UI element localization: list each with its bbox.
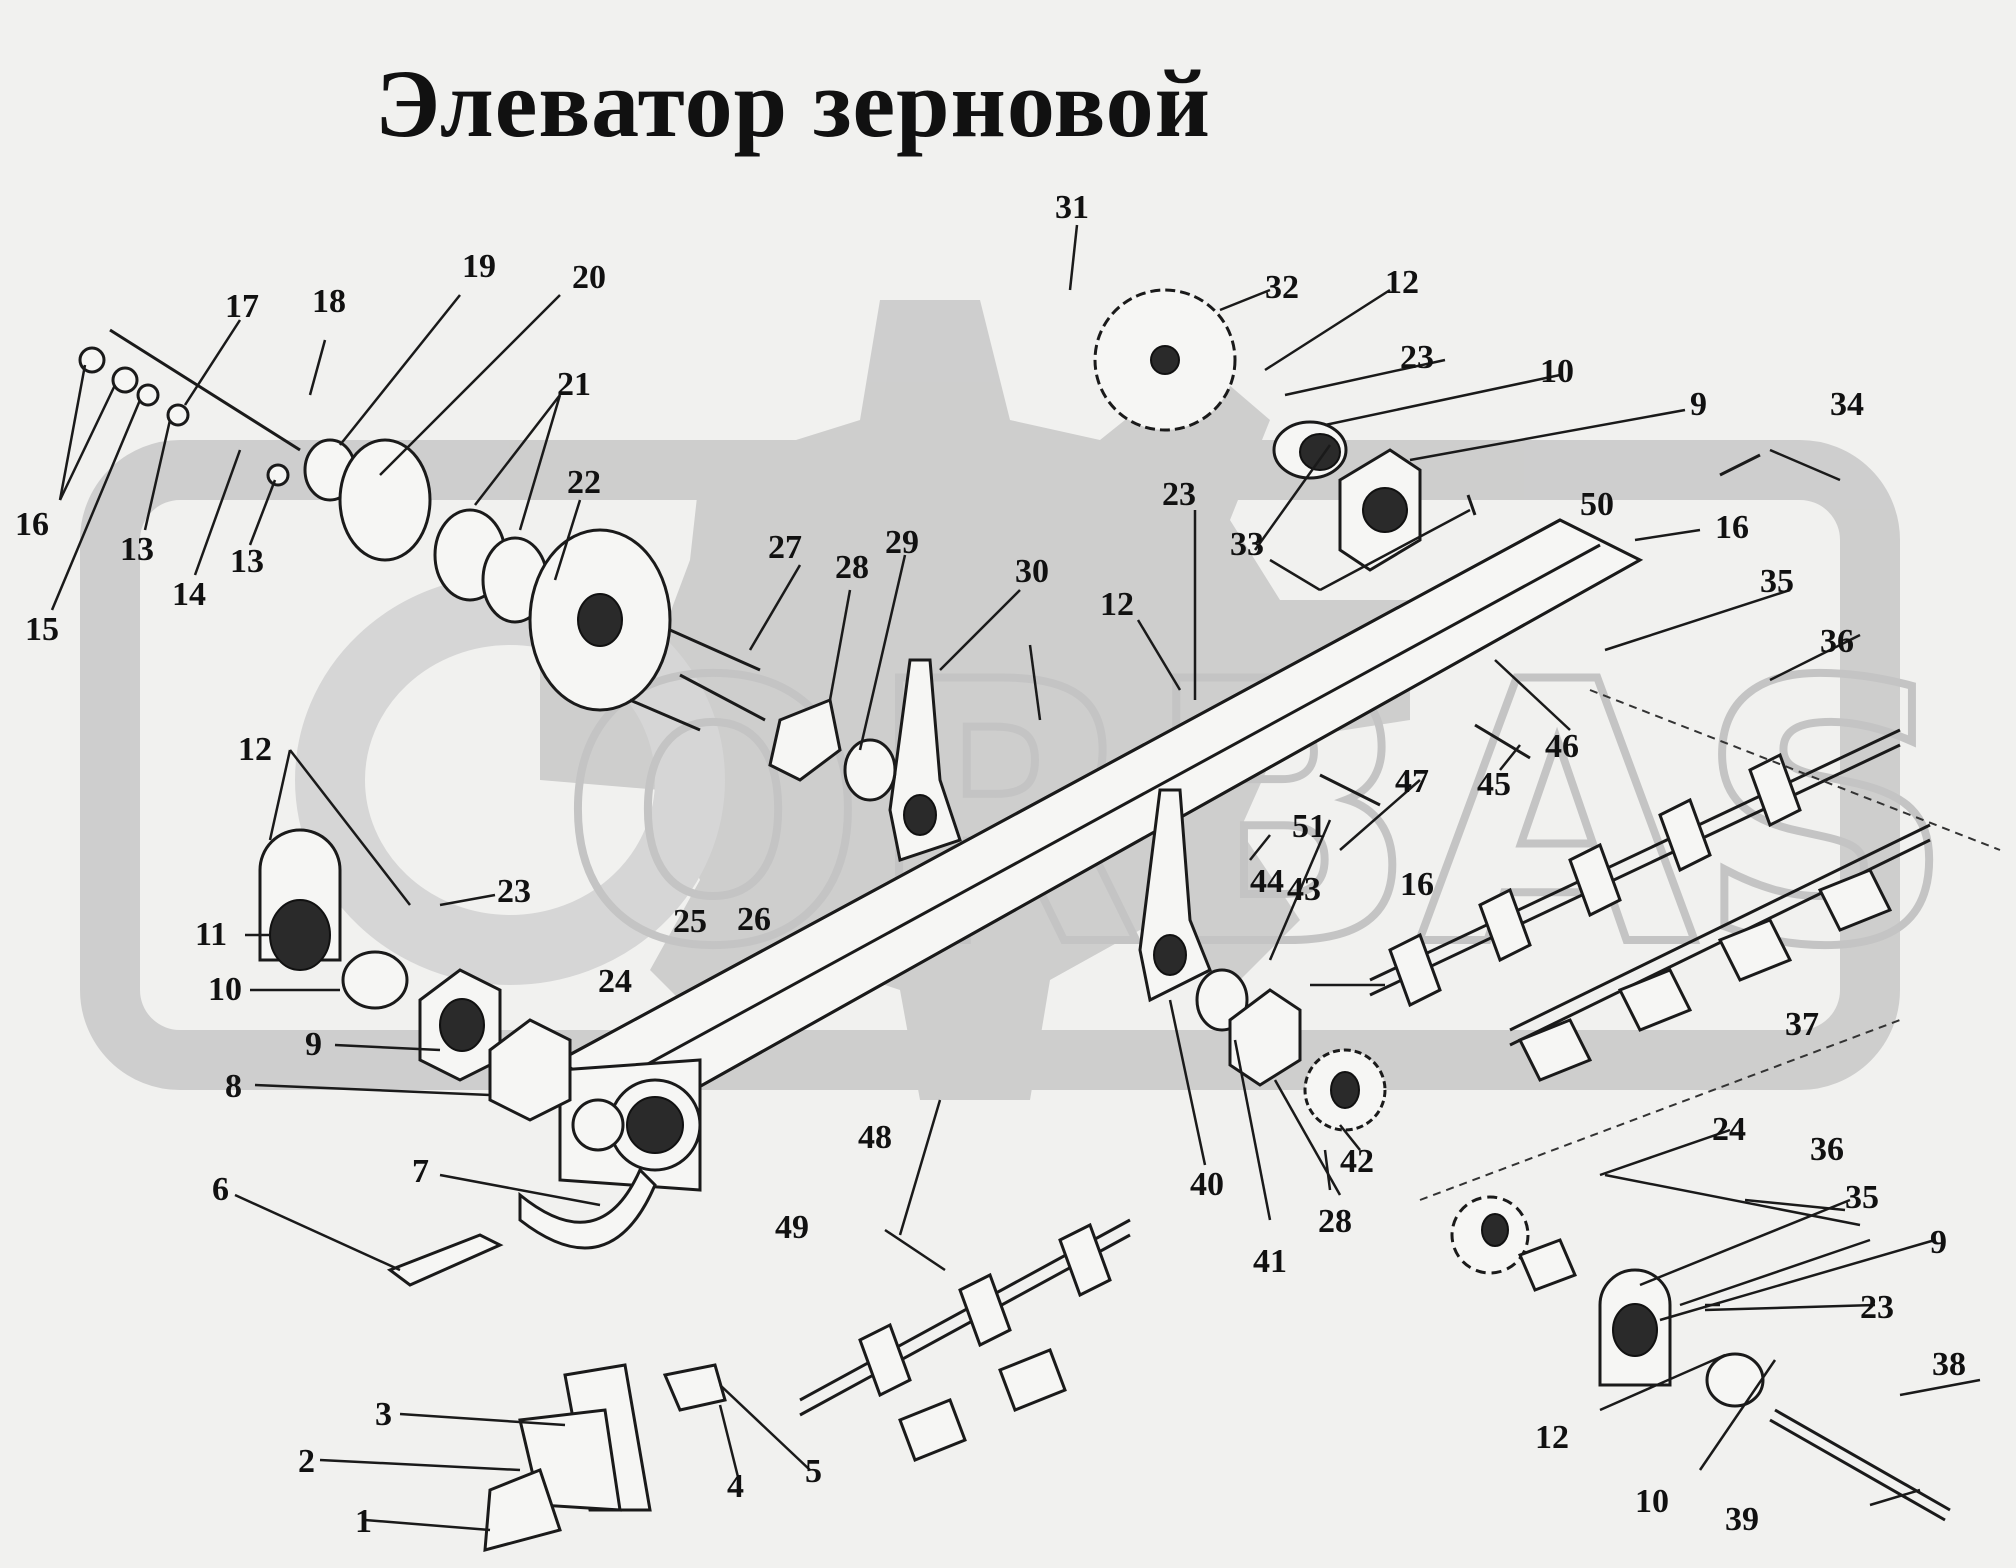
callout-16-right: 16: [1715, 509, 1749, 546]
callout-50: 50: [1580, 486, 1614, 523]
callout-23-top: 23: [1400, 339, 1434, 376]
callout-12-top: 12: [1385, 264, 1419, 301]
callout-23-left: 23: [497, 873, 531, 910]
callout-47: 47: [1395, 763, 1429, 800]
callout-25: 25: [673, 903, 707, 940]
tensioner-brackets: [768, 658, 1387, 1132]
lower-guard: [386, 1167, 727, 1552]
bolts: [629, 453, 1761, 807]
callout-39: 39: [1725, 1501, 1759, 1538]
callout-17: 17: [225, 288, 259, 325]
callout-13-a: 13: [120, 531, 154, 568]
callout-35-top: 35: [1760, 563, 1794, 600]
callout-10-bottom: 10: [1635, 1483, 1669, 1520]
callout-49: 49: [775, 1209, 809, 1246]
callout-33: 33: [1230, 526, 1264, 563]
callout-51: 51: [1292, 808, 1326, 845]
callout-11: 11: [195, 916, 227, 953]
callout-7: 7: [412, 1153, 429, 1190]
chain-boundary-upper: [1589, 689, 2001, 851]
callout-12-mid: 12: [1100, 586, 1134, 623]
callout-1: 1: [355, 1503, 372, 1540]
callout-45: 45: [1477, 766, 1511, 803]
callout-40: 40: [1190, 1166, 1224, 1203]
callout-28-left: 28: [835, 549, 869, 586]
callout-23-mid: 23: [1162, 476, 1196, 513]
callout-9-bottom: 9: [1930, 1224, 1947, 1261]
callout-19: 19: [462, 248, 496, 285]
callout-13-b: 13: [230, 543, 264, 580]
callout-12-bottom: 12: [1535, 1419, 1569, 1456]
callout-24-right: 24: [1712, 1111, 1746, 1148]
callout-10-left: 10: [208, 971, 242, 1008]
callout-16-mid: 16: [1400, 866, 1434, 903]
chain-boundary-lower: [1419, 1019, 1901, 1201]
callout-32: 32: [1265, 269, 1299, 306]
callout-22: 22: [567, 464, 601, 501]
callout-9-left: 9: [305, 1026, 322, 1063]
left-drive-assembly: [78, 328, 672, 1122]
elevator-chain-upper: [1369, 728, 1931, 1082]
page-title: Элеватор зерновой: [375, 50, 1211, 157]
callout-30: 30: [1015, 553, 1049, 590]
callout-3: 3: [375, 1396, 392, 1433]
callout-31: 31: [1055, 189, 1089, 226]
callout-12-left: 12: [238, 731, 272, 768]
elevator-chain-lower: [799, 1218, 1131, 1462]
bearing-parts: [1272, 420, 1422, 572]
callout-18: 18: [312, 283, 346, 320]
callout-8: 8: [225, 1068, 242, 1105]
callout-16-left: 16: [15, 506, 49, 543]
callout-29: 29: [885, 524, 919, 561]
callout-26: 26: [737, 901, 771, 938]
callout-5: 5: [805, 1453, 822, 1490]
callout-labels: 1 2 3 4 5 6 7 8 9 9 9 10 10 10 11 12 12 …: [15, 189, 1966, 1540]
callout-37: 37: [1785, 1006, 1819, 1043]
callout-46: 46: [1545, 728, 1579, 765]
callout-6: 6: [212, 1171, 229, 1208]
callout-9-top: 9: [1690, 386, 1707, 423]
callout-38: 38: [1932, 1346, 1966, 1383]
callout-42: 42: [1340, 1143, 1374, 1180]
callout-27: 27: [768, 529, 802, 566]
callout-21: 21: [557, 366, 591, 403]
watermark: ORBAS: [80, 300, 1960, 1100]
lower-right-drive: [1450, 1195, 1951, 1522]
callout-14: 14: [172, 576, 206, 613]
leader-lines: [50, 224, 1981, 1532]
callout-2: 2: [298, 1443, 315, 1480]
callout-35-bottom: 35: [1845, 1179, 1879, 1216]
callout-44: 44: [1250, 863, 1284, 900]
callout-43: 43: [1287, 871, 1321, 908]
callout-24-left: 24: [598, 963, 632, 1000]
callout-10-top: 10: [1540, 353, 1574, 390]
callout-23-bottom: 23: [1860, 1289, 1894, 1326]
callout-48: 48: [858, 1119, 892, 1156]
callout-20: 20: [572, 259, 606, 296]
drive-sprocket-32: [1093, 288, 1237, 432]
callout-41: 41: [1253, 1243, 1287, 1280]
callout-36-top: 36: [1820, 623, 1854, 660]
callout-28-bottom: 28: [1318, 1203, 1352, 1240]
callout-15: 15: [25, 611, 59, 648]
callout-34: 34: [1830, 386, 1864, 423]
callout-4: 4: [727, 1468, 744, 1505]
elevator-housing: [557, 518, 1644, 1192]
callout-36-bottom: 36: [1810, 1131, 1844, 1168]
